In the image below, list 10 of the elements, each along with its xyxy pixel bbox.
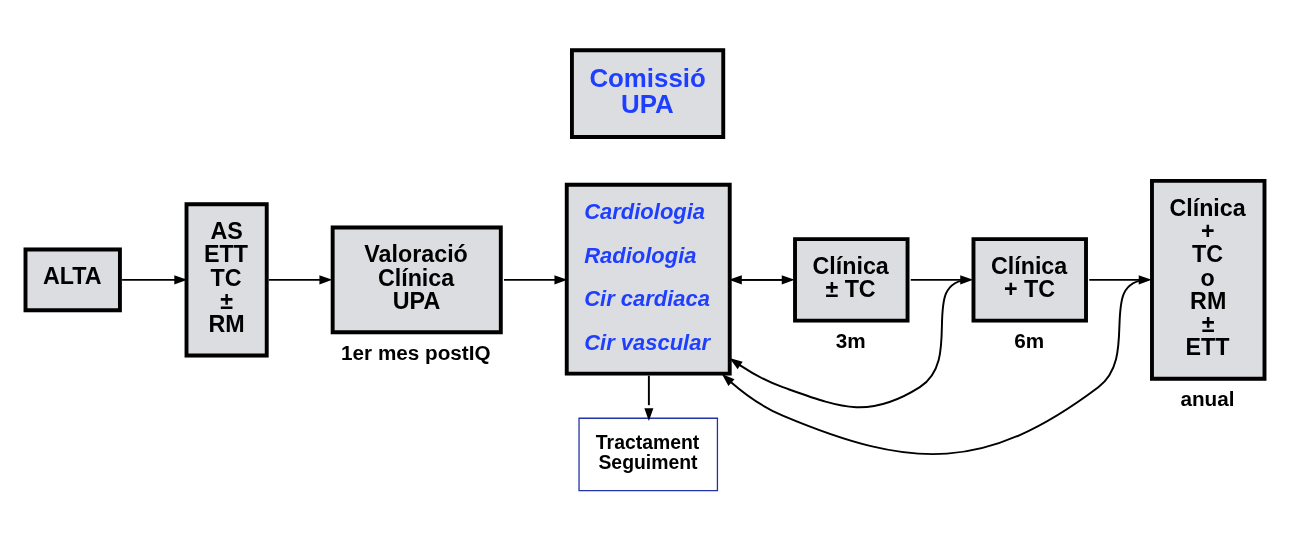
- arrow: [644, 374, 654, 421]
- node-label: anual: [1180, 386, 1235, 410]
- arrow: [267, 274, 333, 284]
- node-label: 3m: [835, 328, 866, 352]
- node-label: 6m: [1014, 328, 1045, 352]
- arrow: [503, 274, 568, 284]
- arrow: [729, 278, 972, 408]
- arrow: [121, 274, 188, 284]
- arrow: [721, 278, 1150, 455]
- node-label: 1er mes postIQ: [341, 340, 491, 364]
